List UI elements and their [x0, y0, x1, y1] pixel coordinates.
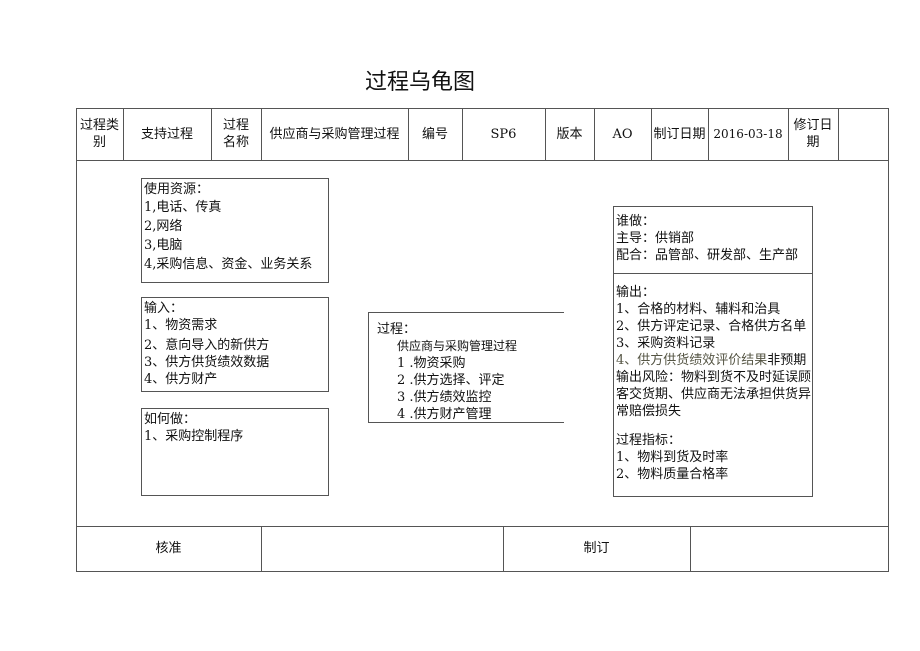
divider [211, 108, 212, 160]
divider [76, 160, 888, 161]
page-title: 过程乌龟图 [364, 70, 475, 95]
number-value: SP6 [490, 126, 517, 142]
divider [462, 108, 463, 160]
list-item: 3、供方供货绩效数据 [144, 355, 270, 370]
kpi-heading: 过程指标： [616, 433, 682, 448]
how-heading: 如何做： [144, 412, 197, 427]
divider [708, 108, 709, 160]
list-item: 4 .供方财产管理 [397, 407, 492, 422]
divider [838, 108, 839, 160]
list-item: 1,电话、传真 [144, 200, 222, 215]
date-label: 制订日期 [653, 126, 706, 142]
risk-text: 非预期 [767, 353, 807, 368]
prepare-label: 制订 [583, 541, 610, 556]
list-item: 1 .物资采购 [397, 356, 466, 371]
list-item: 2,网络 [144, 219, 183, 234]
list-item: 3,电脑 [144, 238, 183, 253]
list-item: 1、采购控制程序 [144, 429, 244, 444]
name-value: 供应商与采购管理过程 [269, 126, 400, 142]
date-value: 2016-03-18 [713, 126, 783, 141]
revision-label: 修订日期 [793, 118, 833, 150]
list-item: 配合：品管部、研发部、生产部 [616, 248, 799, 263]
prepare-value[interactable] [690, 526, 888, 571]
revision-value [838, 108, 888, 160]
divider [614, 273, 812, 284]
list-item: 2、物料质量合格率 [616, 467, 729, 482]
process-heading: 过程： [377, 322, 417, 337]
divider [503, 526, 504, 571]
who-output-box: 谁做： 主导：供销部 配合：品管部、研发部、生产部 输出： 1、合格的材料、辅料… [613, 206, 813, 497]
divider [408, 108, 409, 160]
list-item: 3、采购资料记录 [616, 336, 716, 351]
resources-box: 使用资源： 1,电话、传真 2,网络 3,电脑 4,采购信息、资金、业务关系 [141, 178, 329, 283]
divider [594, 108, 595, 160]
list-item: 1、物资需求 [144, 318, 218, 333]
list-item: 4,采购信息、资金、业务关系 [144, 257, 313, 272]
list-item: 4、供方财产 [144, 372, 218, 387]
divider [690, 526, 691, 571]
resources-heading: 使用资源： [144, 182, 210, 197]
inputs-heading: 输入： [144, 301, 184, 316]
version-label: 版本 [556, 126, 583, 142]
list-item: 4、供方供货绩效评价结果 [616, 353, 768, 368]
category-label: 过程类别 [79, 118, 119, 150]
divider [261, 526, 262, 571]
table-frame [76, 108, 889, 572]
inputs-box: 输入： 1、物资需求 2、意向导入的新供方 3、供方供货绩效数据 4、供方财产 [141, 297, 329, 392]
risk-text: 输出风险：物料到货不及时延误顾 [616, 370, 812, 385]
process-subtitle: 供应商与采购管理过程 [397, 339, 518, 353]
divider [76, 526, 888, 527]
who-heading: 谁做： [616, 214, 656, 229]
list-item: 2、供方评定记录、合格供方名单 [616, 319, 807, 334]
approve-label: 核准 [155, 541, 182, 556]
divider [545, 108, 546, 160]
divider [123, 108, 124, 160]
divider [261, 108, 262, 160]
list-item: 1、物料到货及时率 [616, 450, 729, 465]
list-item: 1、合格的材料、辅料和治具 [616, 302, 781, 317]
category-value: 支持过程 [140, 126, 193, 142]
how-box: 如何做： 1、采购控制程序 [141, 408, 329, 496]
process-box: 过程： 供应商与采购管理过程 1 .物资采购 2 .供方选择、评定 3 .供方绩… [368, 312, 564, 423]
divider [788, 108, 789, 160]
approve-value[interactable] [261, 526, 503, 571]
list-item: 3 .供方绩效监控 [397, 390, 492, 405]
divider [651, 108, 652, 160]
outputs-heading: 输出： [616, 285, 656, 300]
number-label: 编号 [421, 126, 448, 142]
version-value: AO [612, 126, 633, 142]
risk-text: 客交货期、供应商无法承担供货异 [616, 387, 812, 402]
list-item: 2 .供方选择、评定 [397, 373, 505, 388]
list-item: 2、意向导入的新供方 [144, 338, 270, 353]
list-item: 主导：供销部 [616, 231, 695, 246]
risk-text: 常赔偿损失 [616, 404, 682, 419]
name-label: 过程名称 [222, 118, 249, 150]
